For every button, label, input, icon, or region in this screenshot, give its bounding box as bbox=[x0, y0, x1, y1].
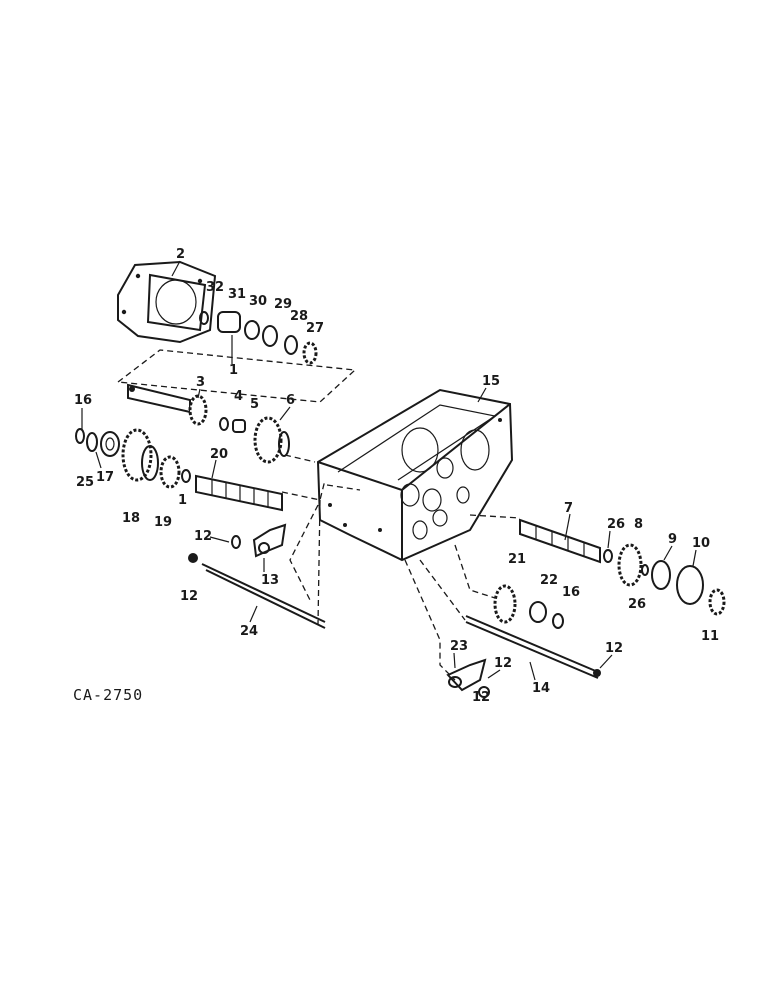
part-label: 32 bbox=[206, 280, 224, 295]
part-label: 12 bbox=[472, 690, 490, 705]
part-label: 19 bbox=[154, 515, 172, 530]
part-label: 30 bbox=[249, 294, 267, 309]
part-label: 24 bbox=[240, 624, 258, 639]
part-label: 26 bbox=[607, 517, 625, 532]
fork-23 bbox=[446, 658, 490, 698]
part-label: 9 bbox=[668, 532, 677, 547]
part-label: 26 bbox=[628, 597, 646, 612]
part-label: 4 bbox=[234, 389, 243, 404]
assembly-leader-lines bbox=[116, 349, 521, 681]
part-label: 16 bbox=[74, 393, 92, 408]
part-label: 3 bbox=[196, 375, 205, 390]
part-label: 7 bbox=[564, 501, 573, 516]
part-labels: 1 1 2 3 4 5 6 7 8 9 10 11 12 12 12 12 12… bbox=[74, 247, 719, 705]
part-label: 12 bbox=[180, 589, 198, 604]
part-label: 31 bbox=[228, 287, 246, 302]
part-label: 5 bbox=[250, 397, 259, 412]
input-shaft-part bbox=[127, 383, 208, 426]
diagram-code: CA-2750 bbox=[73, 686, 143, 704]
label-leaders bbox=[81, 260, 697, 681]
splined-shaft-20 bbox=[195, 474, 283, 512]
mid-parts-4-5-6 bbox=[219, 416, 290, 464]
part-label: 12 bbox=[194, 529, 212, 544]
part-label: 21 bbox=[508, 552, 526, 567]
part-label: 6 bbox=[286, 393, 295, 408]
part-label: 15 bbox=[482, 374, 500, 389]
part-label: 25 bbox=[76, 475, 94, 490]
upper-small-parts bbox=[199, 311, 318, 365]
transmission-housing-15 bbox=[316, 388, 514, 562]
output-shaft-and-right-cluster bbox=[519, 518, 726, 616]
shift-rod-24 bbox=[201, 563, 326, 629]
part-label: 11 bbox=[701, 629, 719, 644]
cover-plate-part bbox=[117, 260, 217, 344]
left-gear-cluster bbox=[75, 428, 191, 489]
part-label: 2 bbox=[176, 247, 185, 262]
part-label: 14 bbox=[532, 681, 550, 696]
part-label: 10 bbox=[692, 536, 710, 551]
part-label: 1 bbox=[178, 493, 187, 508]
part-label: 16 bbox=[562, 585, 580, 600]
part-label: 1 bbox=[229, 363, 238, 378]
part-label: 23 bbox=[450, 639, 468, 654]
part-label: 28 bbox=[290, 309, 308, 324]
part-label: 20 bbox=[210, 447, 228, 462]
fork-13-and-retainers bbox=[188, 523, 287, 563]
lower-right-gears bbox=[493, 584, 564, 629]
part-label: 18 bbox=[122, 511, 140, 526]
part-label: 13 bbox=[261, 573, 279, 588]
part-label: 29 bbox=[274, 297, 292, 312]
part-label: 22 bbox=[540, 573, 558, 588]
part-label: 12 bbox=[605, 641, 623, 656]
part-label: 17 bbox=[96, 470, 114, 485]
shift-rod-14 bbox=[465, 615, 601, 679]
part-label: 27 bbox=[306, 321, 324, 336]
part-label: 8 bbox=[634, 517, 643, 532]
part-label: 12 bbox=[494, 656, 512, 671]
